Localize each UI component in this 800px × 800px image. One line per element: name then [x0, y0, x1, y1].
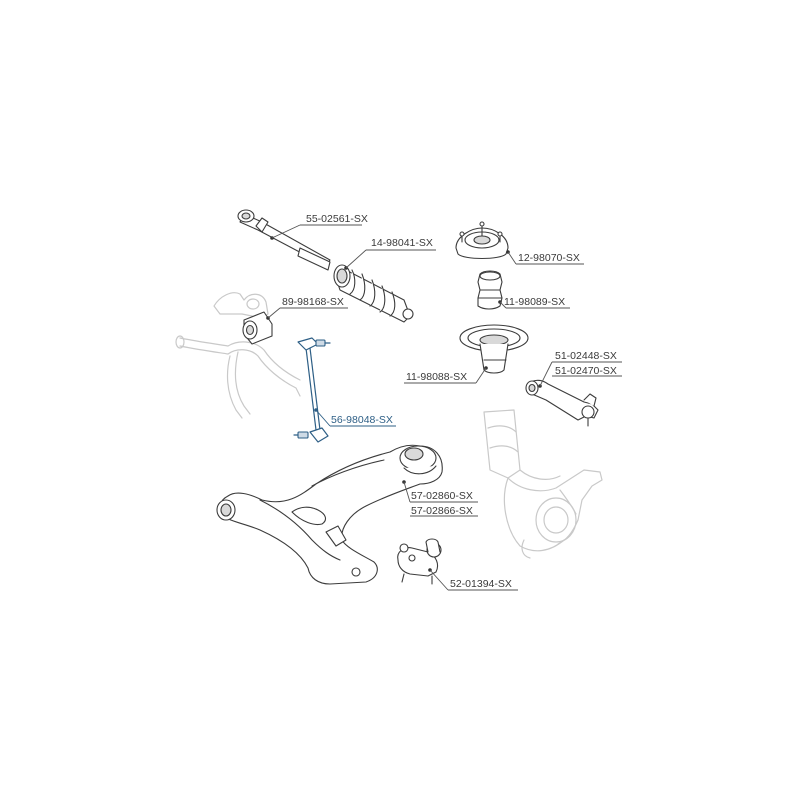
- label-bump-stop: 11-98089-SX: [504, 296, 565, 308]
- tie-rod-end-leader: 51-02448-SX 51-02470-SX: [539, 350, 622, 387]
- label-strut-mount: 12-98070-SX: [518, 252, 580, 264]
- bump-stop-leader: 11-98089-SX: [499, 296, 570, 309]
- label-dust-boot: 11-98088-SX: [406, 371, 467, 383]
- tie-rod-end[interactable]: [525, 379, 599, 427]
- tie-rod[interactable]: [237, 209, 331, 271]
- stabilizer-bar-outline: [175, 335, 301, 419]
- steering-boot[interactable]: [333, 264, 414, 323]
- dust-boot-leader: 11-98088-SX: [404, 367, 487, 384]
- label-steering-boot: 14-98041-SX: [371, 237, 433, 249]
- label-control-arm-2: 57-02866-SX: [411, 505, 473, 517]
- label-stabilizer-bushing: 89-98168-SX: [282, 296, 344, 308]
- strut-mount-leader: 12-98070-SX: [507, 251, 584, 265]
- tie-rod-leader: 55-02561-SX: [271, 213, 368, 239]
- stabilizer-link-leader: 56-98048-SX: [315, 409, 396, 427]
- label-ball-joint: 52-01394-SX: [450, 578, 512, 590]
- steering-boot-leader: 14-98041-SX: [345, 237, 436, 269]
- lower-control-arm-leader: 57-02860-SX 57-02866-SX: [403, 481, 478, 517]
- label-tie-rod-end-2: 51-02470-SX: [555, 365, 617, 377]
- label-stabilizer-link: 56-98048-SX: [331, 414, 393, 426]
- dust-boot[interactable]: [459, 324, 529, 374]
- strut-mount[interactable]: [455, 221, 510, 260]
- ball-joint[interactable]: [397, 538, 442, 585]
- ball-joint-leader: 52-01394-SX: [429, 569, 518, 591]
- stabilizer-bushing-leader: 89-98168-SX: [267, 296, 348, 319]
- stabilizer-link[interactable]: [293, 337, 331, 443]
- bump-stop[interactable]: [477, 270, 503, 310]
- steering-knuckle-outline: [483, 409, 603, 559]
- label-control-arm-1: 57-02860-SX: [411, 490, 473, 502]
- label-tie-rod-end-1: 51-02448-SX: [555, 350, 617, 362]
- lower-control-arm[interactable]: [216, 444, 443, 585]
- label-tie-rod: 55-02561-SX: [306, 213, 368, 225]
- stabilizer-bushing[interactable]: [213, 292, 273, 345]
